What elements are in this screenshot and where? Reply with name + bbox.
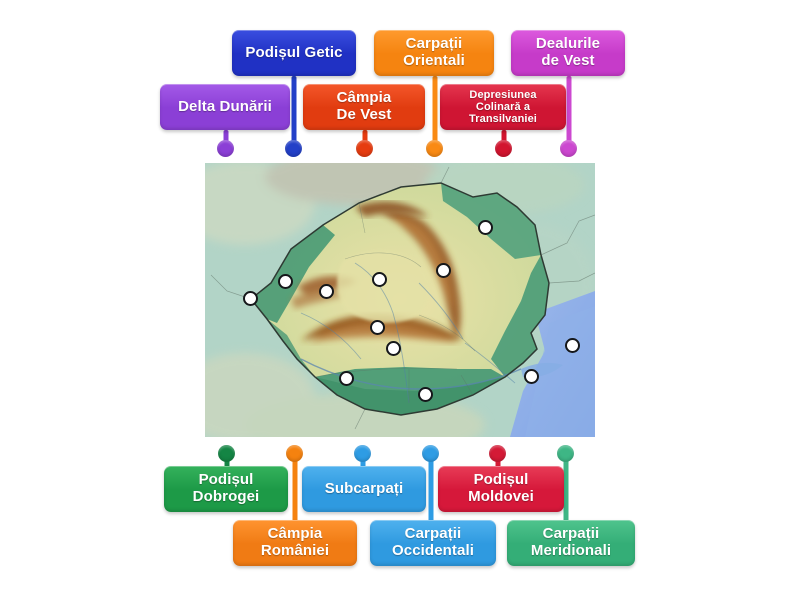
pin-dot-icon [489, 445, 506, 462]
label-box-podisul-getic[interactable]: Podișul Getic [232, 30, 356, 76]
pin-dot-icon [286, 445, 303, 462]
label-text-campia-de-vest: Câmpia De Vest [336, 89, 392, 123]
label-text-subcarpati: Subcarpați [324, 479, 404, 497]
map-marker-icon[interactable] [523, 368, 539, 384]
label-text-carpatii-occidentali: Carpații Occidentali [392, 525, 474, 559]
label-box-depresiunea-transilvaniei[interactable]: Depresiunea Colinară a Transilvaniei [440, 84, 566, 130]
pin-dot-icon [285, 140, 302, 157]
map-marker-icon[interactable] [371, 271, 387, 287]
pin-stem-icon [291, 76, 296, 144]
pin-dot-icon [217, 140, 234, 157]
map-marker-icon[interactable] [385, 340, 401, 356]
map-marker-icon[interactable] [435, 262, 451, 278]
pin-stem-icon [223, 130, 228, 144]
label-box-subcarpati[interactable]: Subcarpați [302, 466, 426, 512]
map-marker-icon[interactable] [242, 290, 258, 306]
pin-dot-icon [354, 445, 371, 462]
label-box-carpatii-meridionali[interactable]: Carpații Meridionali [507, 520, 635, 566]
pin-stem-icon [563, 452, 568, 524]
map-marker-icon[interactable] [318, 283, 334, 299]
label-text-campia-romaniei: Câmpia României [260, 525, 330, 559]
map-graphic [205, 163, 595, 437]
pin-stem-icon [501, 130, 506, 144]
label-text-carpatii-meridionali: Carpații Meridionali [530, 525, 612, 559]
pin-stem-icon [362, 130, 367, 144]
pin-dot-icon [557, 445, 574, 462]
pin-stem-icon [566, 76, 571, 144]
label-text-podisul-getic: Podișul Getic [245, 43, 343, 61]
pin-dot-icon [560, 140, 577, 157]
pin-stem-icon [292, 452, 297, 524]
label-box-podisul-dobrogei[interactable]: Podișul Dobrogei [164, 466, 288, 512]
label-text-podisul-dobrogei: Podișul Dobrogei [192, 471, 260, 505]
pin-dot-icon [356, 140, 373, 157]
pin-stem-icon [432, 76, 437, 144]
pin-dot-icon [422, 445, 439, 462]
label-box-dealurile-de-vest[interactable]: Dealurile de Vest [511, 30, 625, 76]
label-text-carpatii-orientali: Carpații Orientali [403, 35, 465, 69]
map-marker-icon[interactable] [277, 273, 293, 289]
label-text-delta-dunarii: Delta Dunării [178, 97, 272, 115]
map-marker-icon[interactable] [564, 337, 580, 353]
map-marker-icon[interactable] [417, 386, 433, 402]
romania-relief-map[interactable] [205, 163, 595, 437]
pin-dot-icon [426, 140, 443, 157]
label-box-campia-de-vest[interactable]: Câmpia De Vest [303, 84, 425, 130]
label-box-carpatii-orientali[interactable]: Carpații Orientali [374, 30, 494, 76]
pin-dot-icon [495, 140, 512, 157]
label-box-carpatii-occidentali[interactable]: Carpații Occidentali [370, 520, 496, 566]
label-box-podisul-moldovei[interactable]: Podișul Moldovei [438, 466, 564, 512]
pin-stem-icon [428, 452, 433, 524]
map-marker-icon[interactable] [369, 319, 385, 335]
label-text-dealurile-de-vest: Dealurile de Vest [535, 35, 601, 69]
label-box-campia-romaniei[interactable]: Câmpia României [233, 520, 357, 566]
pin-dot-icon [218, 445, 235, 462]
map-marker-icon[interactable] [338, 370, 354, 386]
label-text-podisul-moldovei: Podișul Moldovei [468, 471, 534, 505]
map-marker-icon[interactable] [477, 219, 493, 235]
label-box-delta-dunarii[interactable]: Delta Dunării [160, 84, 290, 130]
label-text-depresiunea-transilvaniei: Depresiunea Colinară a Transilvaniei [469, 88, 537, 126]
